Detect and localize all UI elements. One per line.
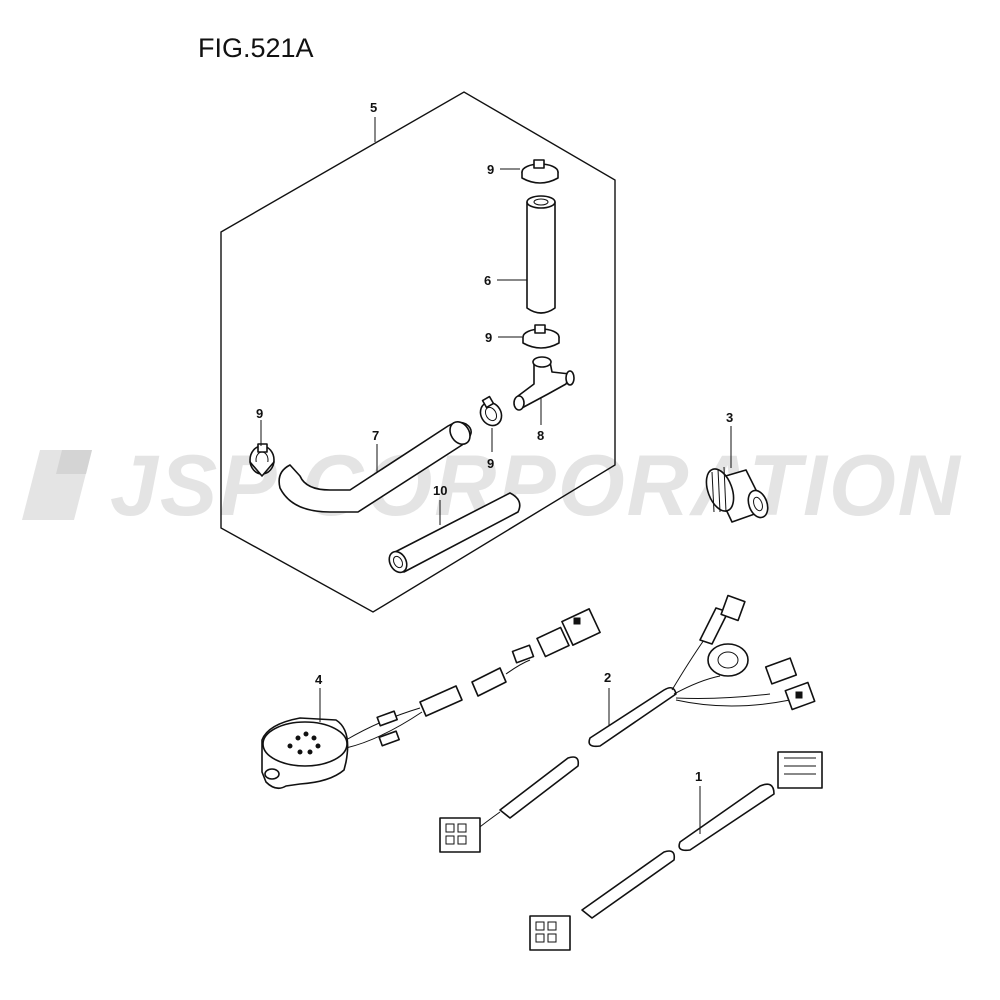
- callout-3: 3: [726, 410, 733, 425]
- callout-6: 6: [484, 273, 491, 288]
- callout-4: 4: [315, 672, 323, 687]
- plug-fitting: [705, 466, 769, 523]
- callout-9-middle: 9: [485, 330, 492, 345]
- tee-fitting: [513, 356, 575, 411]
- hose-clamp-right: [479, 395, 503, 427]
- callout-9-left: 9: [256, 406, 263, 421]
- hose-straight: [526, 195, 556, 314]
- hose-clamp-left: [249, 443, 275, 477]
- hose-clamp-top: [521, 159, 559, 184]
- callout-9-right: 9: [487, 456, 494, 471]
- figure-title: FIG.521A: [198, 33, 314, 63]
- callout-10: 10: [433, 483, 447, 498]
- watermark-text: JSP CORPORATION: [110, 438, 962, 534]
- callout-9-top: 9: [487, 162, 494, 177]
- kit-outline: [220, 91, 616, 613]
- callout-2: 2: [604, 670, 611, 685]
- buzzer-harness: [261, 608, 601, 790]
- callout-7: 7: [372, 428, 379, 443]
- hose-bent: [278, 421, 472, 513]
- callout-8: 8: [537, 428, 544, 443]
- hose-long: [388, 492, 521, 574]
- watermark-logo-icon: [22, 450, 92, 520]
- hose-clamp-middle: [522, 324, 560, 349]
- callout-1: 1: [695, 769, 702, 784]
- callout-5: 5: [370, 100, 377, 115]
- extension-harness: [529, 751, 823, 951]
- main-harness: [439, 594, 816, 853]
